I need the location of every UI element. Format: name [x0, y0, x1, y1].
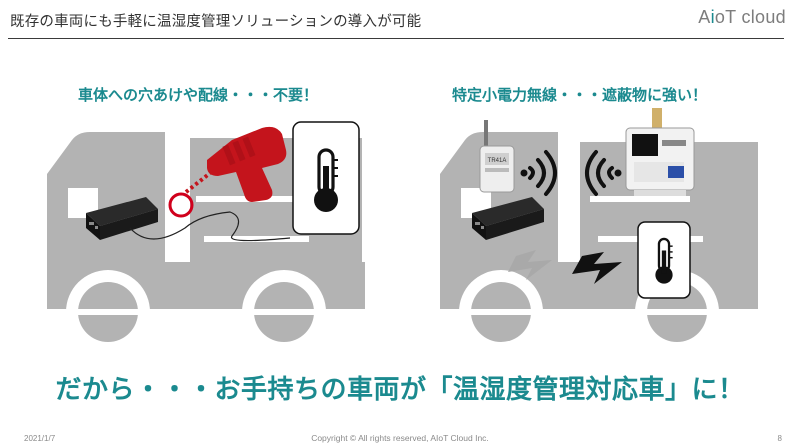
title-divider: [8, 38, 784, 39]
left-panel-heading: 車体への穴あけや配線・・・不要！: [78, 86, 319, 104]
footer-date: 2021/1/7: [24, 434, 56, 443]
slide-title: 既存の車両にも手軽に温湿度管理ソリューションの導入が可能: [10, 14, 422, 30]
device-model-label: TR41A: [488, 158, 507, 164]
lightning-bolt-icon: [572, 252, 622, 284]
wireless-logger-device: TR41A: [479, 120, 515, 193]
tagline: だから・・・お手持ちの車両が「温湿度管理対応車」に！: [55, 375, 745, 405]
footer-copyright: Copyright © All rights reserved, AIoT Cl…: [311, 433, 489, 443]
battery-pack-icon: [472, 197, 544, 240]
page-number: 8: [777, 434, 782, 443]
aiot-cloud-logo: AioT cloud: [698, 7, 786, 27]
sensor-wire: [129, 211, 291, 242]
wifi-signal-icon: [520, 150, 557, 196]
thermometer-card-left: [292, 121, 360, 235]
wifi-signal-icon: [585, 150, 622, 196]
drill-hole-marker: [168, 192, 194, 218]
base-station-device: [625, 108, 695, 196]
thermometer-card-right: [637, 221, 691, 299]
drill-icon: [207, 126, 287, 202]
lightning-bolt-icon: [508, 250, 552, 280]
battery-pack-icon: [86, 197, 158, 240]
right-panel-heading: 特定小電力無線・・・遮蔽物に強い！: [452, 86, 708, 104]
